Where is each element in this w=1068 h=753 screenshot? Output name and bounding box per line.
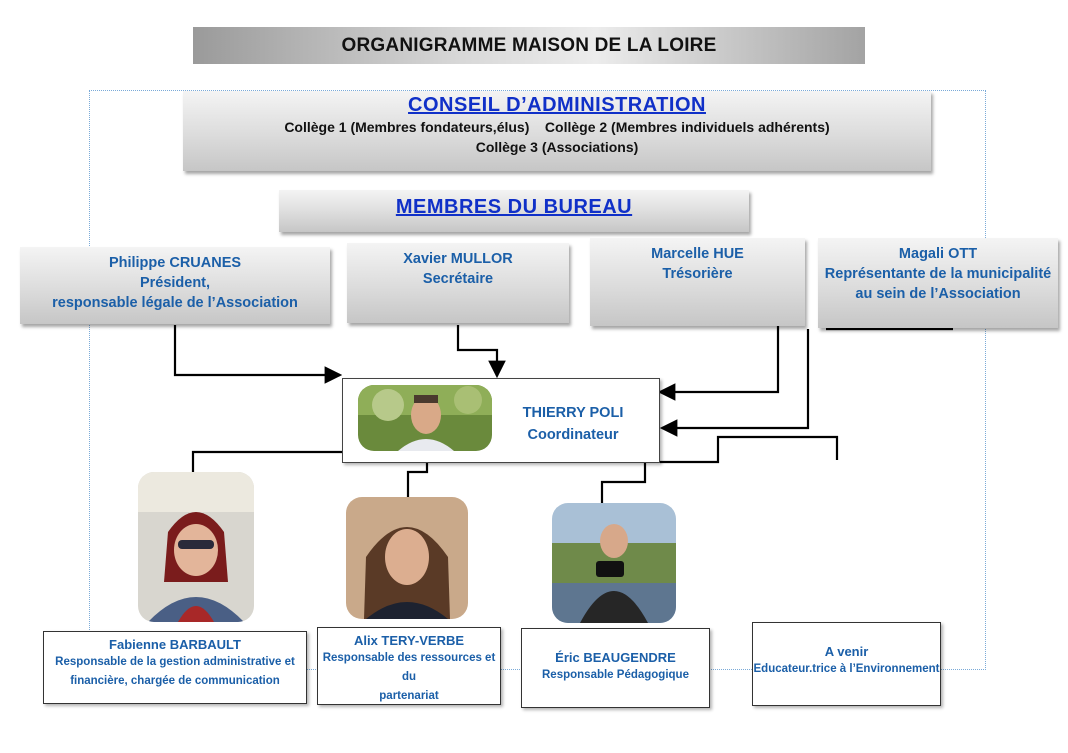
membres-bureau-box: MEMBRES DU BUREAU bbox=[279, 190, 749, 232]
staff-role: Responsable de la gestion administrative… bbox=[44, 653, 306, 672]
line-president bbox=[175, 325, 340, 375]
member-name: Magali OTT bbox=[818, 244, 1058, 264]
coordinator-name: THIERRY POLI bbox=[493, 402, 653, 424]
conseil-administration-box: CONSEIL D’ADMINISTRATION Collège 1 (Memb… bbox=[183, 91, 931, 171]
conseil-title: CONSEIL D’ADMINISTRATION bbox=[183, 94, 931, 117]
staff-name: Éric BEAUGENDRE bbox=[522, 649, 709, 666]
member-role: responsable légale de l’Association bbox=[20, 293, 330, 313]
staff-name: A venir bbox=[753, 643, 940, 660]
line-secretaire bbox=[458, 325, 497, 376]
conseil-colleges-line1: Collège 1 (Membres fondateurs,élus) Coll… bbox=[183, 117, 931, 137]
member-role: Président, bbox=[20, 273, 330, 293]
member-box-president: Philippe CRUANES Président, responsable … bbox=[20, 247, 330, 324]
member-box-tresoriere: Marcelle HUE Trésorière bbox=[590, 238, 805, 326]
member-role: au sein de l’Association bbox=[818, 284, 1058, 304]
staff-role: Educateur.trice à l’Environnement bbox=[753, 660, 940, 679]
staff-box-1: Fabienne BARBAULT Responsable de la gest… bbox=[43, 631, 307, 704]
member-box-representante: Magali OTT Représentante de la municipal… bbox=[818, 238, 1058, 328]
line-staff-4 bbox=[660, 437, 837, 462]
staff-role: Responsable Pédagogique bbox=[522, 666, 709, 685]
conseil-colleges-line2: Collège 3 (Associations) bbox=[183, 137, 931, 157]
staff-box-4: A venir Educateur.trice à l’Environnemen… bbox=[752, 622, 941, 706]
person-photo-icon bbox=[346, 497, 468, 619]
staff-name: Fabienne BARBAULT bbox=[44, 636, 306, 653]
staff-role: partenariat bbox=[318, 687, 500, 706]
staff-photo-1 bbox=[138, 472, 254, 622]
member-box-secretaire: Xavier MULLOR Secrétaire bbox=[347, 243, 569, 323]
staff-role: financière, chargée de communication bbox=[44, 672, 306, 691]
member-name: Philippe CRUANES bbox=[20, 253, 330, 273]
person-photo-icon bbox=[552, 503, 676, 623]
coordinator-label: THIERRY POLI Coordinateur bbox=[493, 402, 653, 446]
staff-photo-3 bbox=[552, 503, 676, 623]
staff-box-3: Éric BEAUGENDRE Responsable Pédagogique bbox=[521, 628, 710, 708]
bureau-title: MEMBRES DU BUREAU bbox=[279, 196, 749, 219]
coordinator-photo bbox=[358, 385, 492, 451]
member-name: Marcelle HUE bbox=[590, 244, 805, 264]
line-staff-3 bbox=[602, 462, 645, 503]
coordinator-role: Coordinateur bbox=[493, 424, 653, 446]
member-role: Trésorière bbox=[590, 264, 805, 284]
staff-photo-2 bbox=[346, 497, 468, 619]
line-staff-1 bbox=[193, 452, 342, 472]
member-role: Secrétaire bbox=[347, 269, 569, 289]
line-representante bbox=[662, 329, 808, 428]
person-photo-icon bbox=[358, 385, 492, 451]
line-tresoriere bbox=[660, 317, 778, 392]
member-name: Xavier MULLOR bbox=[347, 249, 569, 269]
staff-name: Alix TERY-VERBE bbox=[318, 632, 500, 649]
staff-role: Responsable des ressources et du bbox=[318, 649, 500, 687]
person-photo-icon bbox=[138, 472, 254, 622]
member-role: Représentante de la municipalité bbox=[818, 264, 1058, 284]
staff-box-2: Alix TERY-VERBE Responsable des ressourc… bbox=[317, 627, 501, 705]
